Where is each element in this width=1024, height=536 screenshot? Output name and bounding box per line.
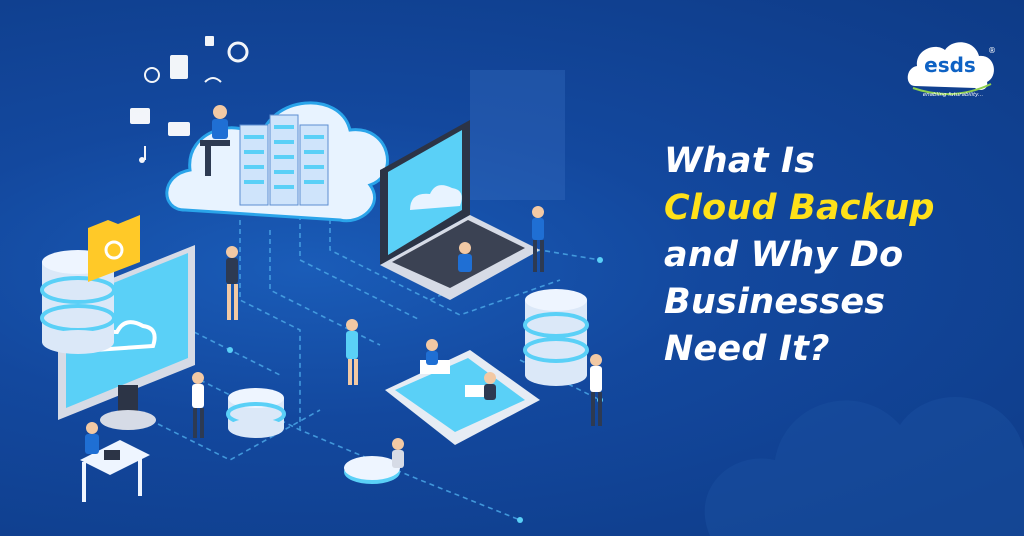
phone-platform [385,339,540,445]
title-line-4: Businesses [664,282,886,322]
title-line-3: and Why Do [664,235,904,275]
esds-logo[interactable]: esds ® enabling futurability... [905,32,1000,104]
cloud-backup-illustration [40,36,603,523]
logo-tagline: enabling futurability... [922,92,984,98]
background-cloud-icon [704,397,1024,536]
title-line-2: Cloud Backup [664,188,935,228]
desk-person [80,422,150,502]
page-title: What Is Cloud Backup and Why Do Business… [664,138,1004,373]
disk-platform [344,438,404,484]
logo-cloud-icon [907,42,994,96]
server-cloud [165,101,389,223]
database-right [523,289,589,386]
database-small [226,388,286,438]
logo-name: esds [924,53,976,77]
laptop [380,70,565,300]
registered-mark: ® [988,46,996,55]
title-line-1: What Is [664,141,816,181]
folder-icon [88,215,140,282]
standing-people [192,246,602,438]
title-line-5: Need It? [664,329,830,369]
